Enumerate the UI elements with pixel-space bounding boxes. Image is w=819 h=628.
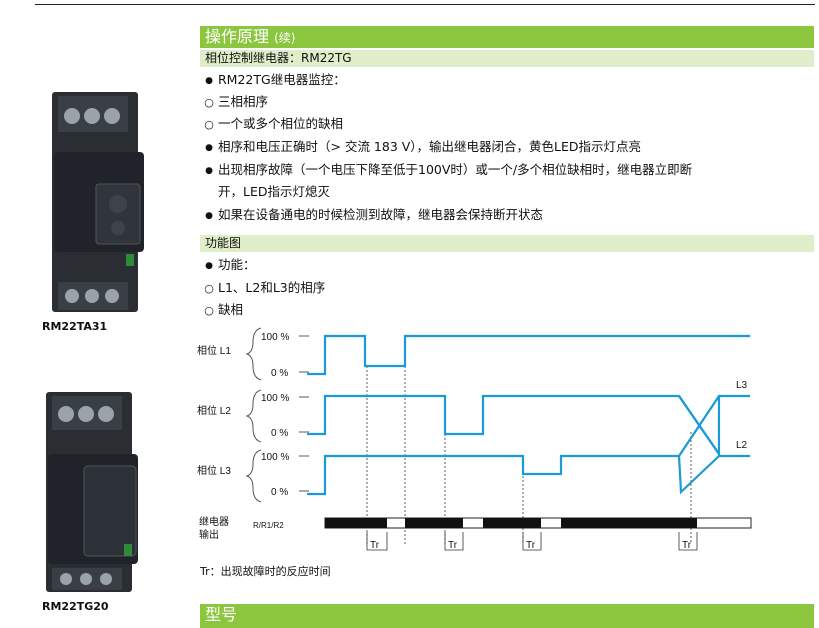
waveform-group — [307, 334, 750, 496]
waveform-l3-cross — [678, 395, 750, 458]
relay-label: 输出 — [199, 528, 219, 541]
models-title: 型号 — [205, 605, 238, 624]
bullet-ring-icon — [200, 278, 218, 299]
list-item: 相序和电压正确时（> 交流 183 V），输出继电器闭合，黄色LED指示灯点亮 — [200, 137, 641, 159]
relay-code: R/R1/R2 — [253, 521, 284, 530]
list-item: 开，LED指示灯熄灭 — [218, 184, 330, 199]
cross-label-l2: L2 — [736, 440, 748, 451]
list-item: L1、L2和L3的相序 — [200, 278, 325, 299]
tr-label: Tr — [370, 540, 380, 551]
tr-label: Tr — [526, 540, 536, 551]
level-low-label: 0 % — [271, 487, 288, 498]
bullet-ring-icon — [200, 300, 218, 321]
bullet-dot-icon — [200, 70, 218, 92]
bullet-dot-icon — [200, 160, 218, 182]
models-title-bar: 型号 — [200, 604, 814, 628]
section-title-bar: 操作原理 (续) — [200, 26, 814, 48]
tr-label: Tr — [448, 540, 458, 551]
phase-label-l1: 相位 L1 — [197, 344, 231, 357]
cross-label-l3: L3 — [736, 380, 748, 391]
section-title: 操作原理 — [205, 27, 270, 46]
bullet-dot-icon — [200, 205, 218, 227]
product-image-rm22ta31 — [40, 92, 150, 312]
level-low-label: 0 % — [271, 368, 288, 379]
top-rule — [35, 4, 815, 5]
level-high-label: 100 % — [261, 452, 289, 463]
list-item: 一个或多个相位的缺相 — [200, 114, 343, 135]
timing-diagram: 相位 L1 相位 L2 相位 L3 100 % 0 % 100 % 0 % 10… — [195, 322, 760, 558]
product-caption: RM22TG20 — [42, 600, 109, 613]
function-title-bar: 功能图 — [200, 235, 814, 252]
waveform-l1 — [307, 334, 750, 376]
bullet-dot-icon — [200, 255, 218, 277]
bullet-ring-icon — [200, 92, 218, 113]
product-caption: RM22TA31 — [42, 320, 108, 333]
list-item: 出现相序故障（一个电压下降至低于100V时）或一个/多个相位缺相时，继电器立即断 — [200, 160, 692, 182]
tr-label: Tr — [682, 540, 692, 551]
phase-label-l3: 相位 L3 — [197, 464, 231, 477]
list-item: RM22TG继电器监控： — [200, 70, 346, 92]
level-low-label: 0 % — [271, 428, 288, 439]
relay-label: 继电器 — [199, 515, 229, 528]
relay-output-bar — [324, 517, 752, 529]
level-high-label: 100 % — [261, 393, 289, 404]
list-item: 如果在设备通电的时候检测到故障，继电器会保持断开状态 — [200, 205, 543, 227]
section-title-suffix: (续) — [274, 31, 296, 45]
product-image-rm22tg20 — [40, 392, 150, 592]
list-item: 功能： — [200, 255, 256, 277]
phase-label-l2: 相位 L2 — [197, 404, 231, 417]
subtitle-bar: 相位控制继电器：RM22TG — [200, 50, 814, 67]
level-high-label: 100 % — [261, 332, 289, 343]
tr-note: Tr：出现故障时的反应时间 — [200, 565, 331, 578]
waveform-l3-dip — [677, 455, 720, 495]
bullet-dot-icon — [200, 137, 218, 159]
list-item: 缺相 — [200, 300, 243, 321]
bullet-ring-icon — [200, 114, 218, 135]
waveform-l3 — [307, 395, 720, 496]
list-item: 三相相序 — [200, 92, 268, 113]
waveform-l2 — [307, 394, 750, 458]
